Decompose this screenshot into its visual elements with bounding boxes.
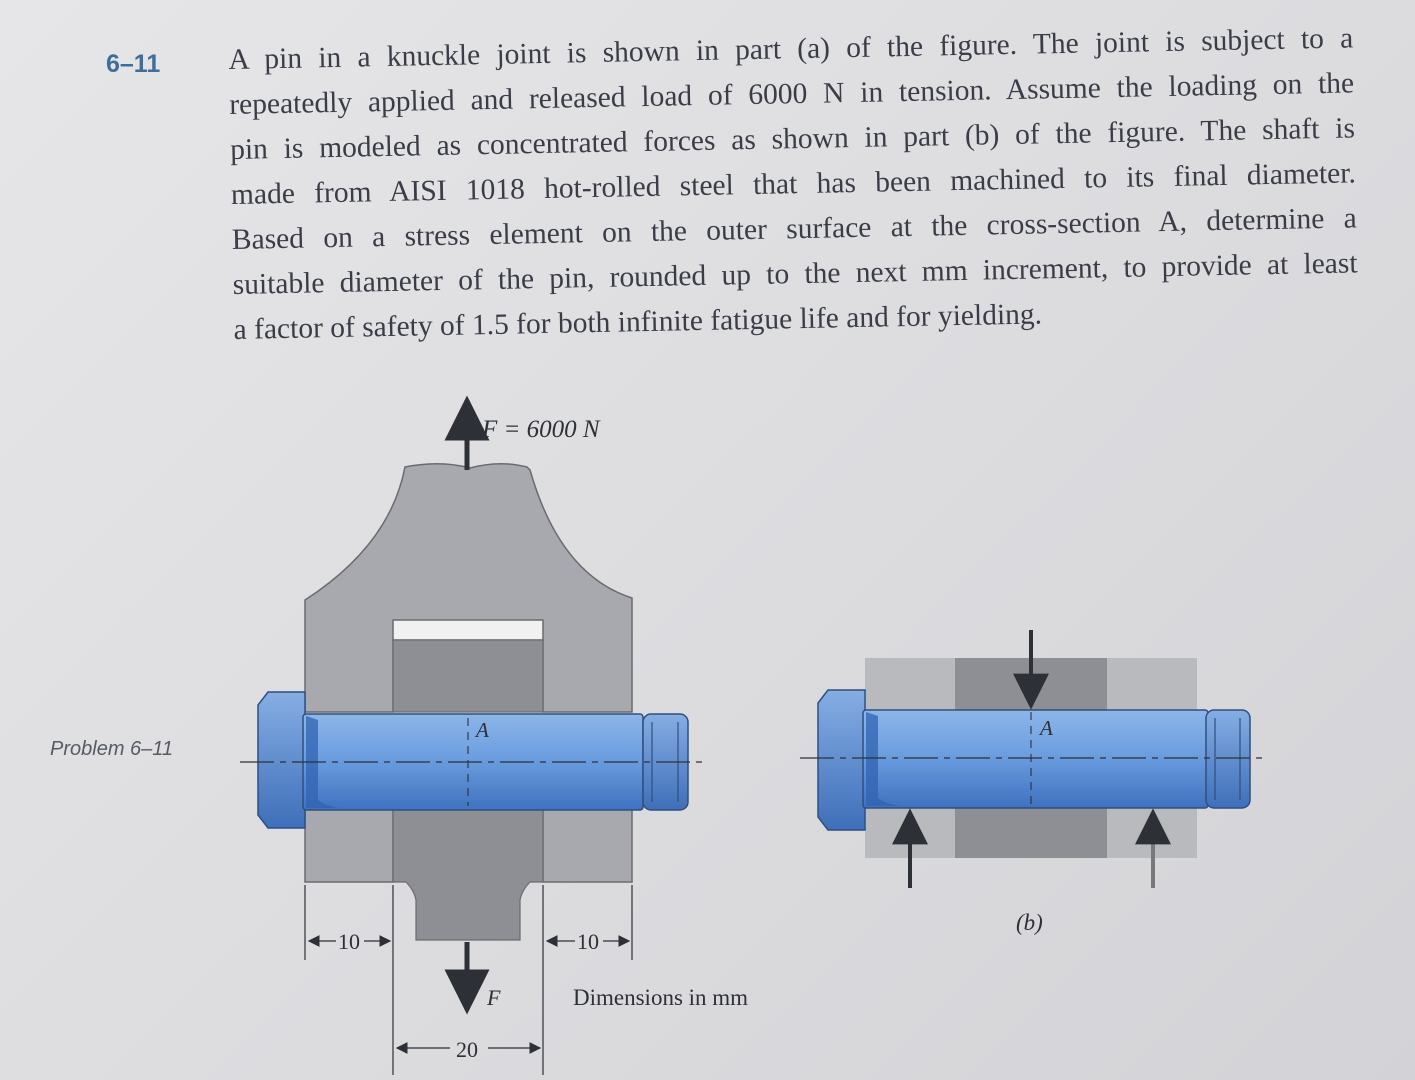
clevis-lower-right — [542, 807, 633, 883]
eye-lower — [392, 807, 544, 941]
clevis-body — [304, 462, 633, 713]
problem-number: 6–11 — [106, 50, 161, 78]
pin-head — [257, 691, 306, 829]
bottom-force-label: F — [486, 985, 501, 1010]
b-pin-collar — [1205, 709, 1251, 809]
dim-bottom-label: 20 — [456, 1037, 478, 1062]
b-section-a-label: A — [1038, 716, 1053, 740]
dim-right-label: 10 — [577, 929, 599, 954]
force-label: F = 6000 N — [481, 416, 601, 443]
b-left-block-top — [865, 658, 955, 712]
clevis-lower-left — [304, 807, 394, 883]
eye-upper — [392, 639, 544, 713]
b-mid-block-bottom — [955, 808, 1107, 858]
section-a-label: A — [474, 718, 489, 742]
clevis-slot — [392, 619, 544, 641]
b-pin-shaft — [862, 709, 1209, 809]
dimensions-note: Dimensions in mm — [573, 985, 748, 1010]
b-part-label: (b) — [1016, 910, 1043, 935]
problem-side-label: Problem 6–11 — [50, 738, 174, 760]
figure-b: A (b) — [800, 630, 1265, 935]
dim-left-label: 10 — [338, 929, 360, 954]
b-right-block-top — [1107, 658, 1197, 712]
b-pin-head — [817, 689, 866, 831]
figure-a: A F = 6000 N F 10 10 20 Dimensions in mm — [240, 395, 748, 1075]
